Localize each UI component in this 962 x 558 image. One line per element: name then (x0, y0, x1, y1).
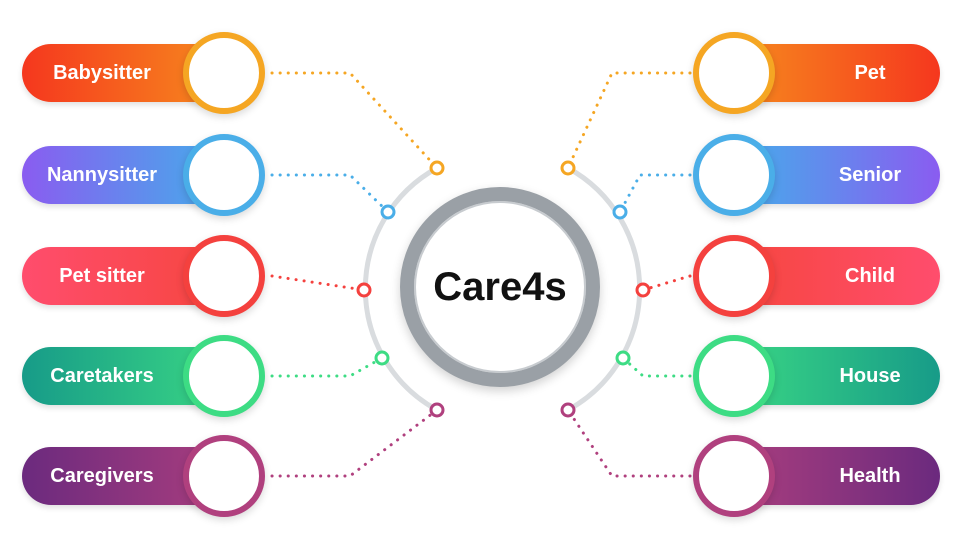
ring-node-child (635, 282, 651, 298)
connector-health (566, 408, 692, 478)
label-child: Child (845, 265, 895, 287)
connector-pet-sitter (270, 274, 366, 292)
ring-node-babysitter (429, 160, 445, 176)
badge-caretakers (183, 335, 265, 417)
badge-health (693, 435, 775, 517)
ring-node-pet-sitter (356, 282, 372, 298)
connector-pet (566, 71, 692, 170)
label-house: House (839, 365, 901, 387)
label-pet: Pet (854, 62, 886, 84)
badge-nannysitter (183, 134, 265, 216)
label-caretakers: Caretakers (50, 365, 154, 387)
ring-node-senior (612, 204, 628, 220)
connector-babysitter (270, 71, 439, 170)
connector-caretakers (270, 356, 384, 378)
connector-house (621, 356, 692, 378)
ring-node-pet (560, 160, 576, 176)
center-circle: Care4s (400, 187, 600, 387)
badge-caregivers (183, 435, 265, 517)
badge-pet-sitter (183, 235, 265, 317)
connector-nannysitter (270, 173, 390, 214)
label-caregivers: Caregivers (50, 465, 154, 487)
ring-node-nannysitter (380, 204, 396, 220)
ring-node-house (615, 350, 631, 366)
label-nannysitter: Nannysitter (46, 164, 158, 186)
connector-caregivers (270, 408, 439, 478)
ring-node-caregivers (429, 402, 445, 418)
label-health: Health (839, 465, 901, 487)
badge-house (693, 335, 775, 417)
ring-node-caretakers (374, 350, 390, 366)
center-title: Care4s (433, 264, 567, 309)
badge-pet (693, 32, 775, 114)
badge-babysitter (183, 32, 265, 114)
connector-senior (618, 173, 692, 214)
connector-child (641, 274, 692, 292)
badge-child (693, 235, 775, 317)
ring-node-health (560, 402, 576, 418)
badge-senior (693, 134, 775, 216)
label-senior: Senior (838, 164, 902, 186)
label-babysitter: Babysitter (53, 62, 151, 84)
label-pet-sitter: Pet sitter (59, 265, 145, 287)
